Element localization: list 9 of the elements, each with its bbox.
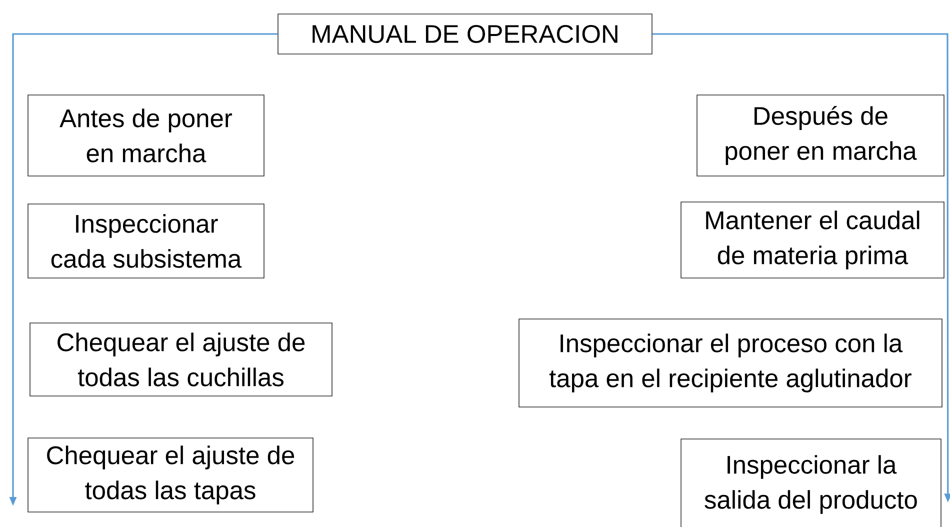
process-box: Después de poner en marcha <box>696 94 944 176</box>
process-box: Mantener el caudal de materia prima <box>680 202 944 278</box>
process-box: Inspeccionar cada subsistema <box>28 204 264 278</box>
process-box: MANUAL DE OPERACION <box>278 14 652 54</box>
process-box: Chequear el ajuste de todas las tapas <box>28 438 314 512</box>
process-box: Inspeccionar el proceso con la tapa en el recipiente aglutinador <box>518 318 942 408</box>
process-box: Chequear el ajuste de todas las cuchillas <box>30 322 332 396</box>
process-box: Inspeccionar la salida del producto <box>680 438 942 527</box>
process-box: Antes de poner en marcha <box>28 94 264 176</box>
